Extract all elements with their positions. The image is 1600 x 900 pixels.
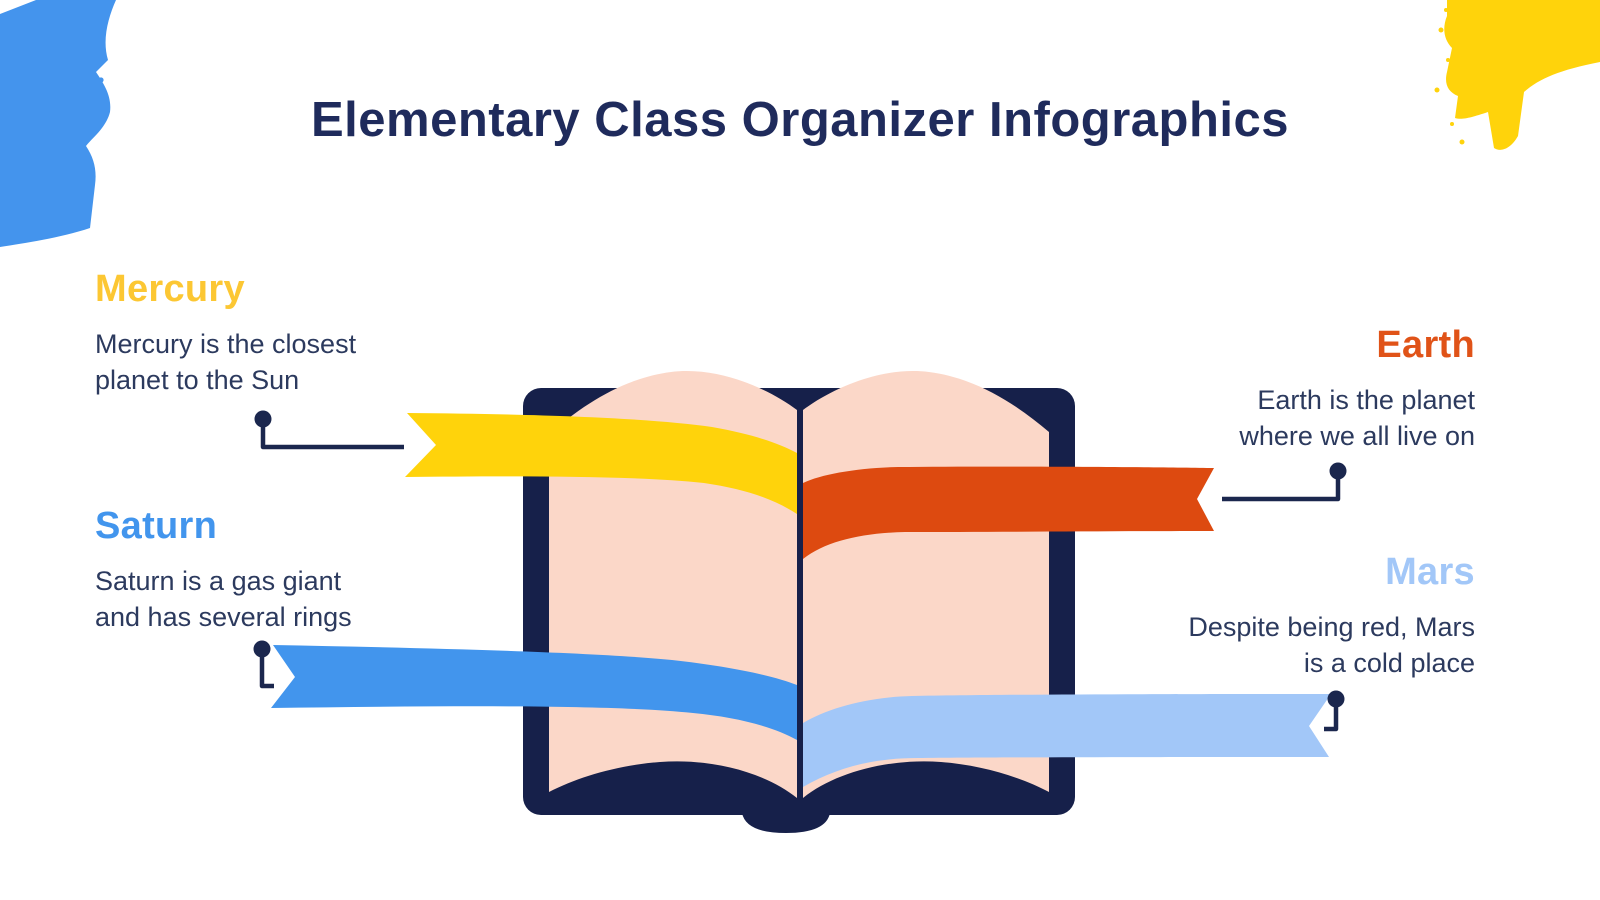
page-title: Elementary Class Organizer Infographics [310,93,1290,147]
planet-block-saturn: Saturn Saturn is a gas giant and has sev… [95,503,352,635]
planet-description-earth: Earth is the planet where we all live on [1239,382,1475,454]
open-book-illustration [271,371,1331,833]
description-line: is a cold place [1303,648,1475,678]
ribbon-mercury [405,413,797,514]
planet-description-mercury: Mercury is the closest planet to the Sun [95,326,356,398]
planet-heading-mars: Mars [1385,551,1475,593]
description-line: planet to the Sun [95,365,300,395]
planet-heading-mercury: Mercury [95,268,245,310]
description-line: Earth is the planet [1257,385,1475,415]
planet-block-earth: Earth Earth is the planet where we all l… [1239,322,1475,454]
yellow-brush-stroke [1434,0,1600,150]
planet-description-saturn: Saturn is a gas giant and has several ri… [95,563,352,635]
planet-description-mars: Despite being red, Mars is a cold place [1188,609,1475,681]
ribbon-earth [803,466,1214,559]
ribbon-saturn [271,645,797,740]
planet-heading-earth: Earth [1376,324,1475,366]
planet-heading-saturn: Saturn [95,505,218,547]
planet-block-mars: Mars Despite being red, Mars is a cold p… [1188,549,1475,681]
description-line: Mercury is the closest [95,329,357,359]
connector-saturn [253,640,274,689]
connector-earth [1222,462,1347,502]
planet-block-mercury: Mercury Mercury is the closest planet to… [95,266,356,398]
description-line: where we all live on [1239,421,1475,451]
description-line: Despite being red, Mars [1188,612,1475,642]
description-line: and has several rings [95,602,352,632]
book-spine-bump [742,813,830,833]
blue-brush-stroke [0,0,116,247]
ribbon-mars [803,694,1331,787]
connector-mars [1324,690,1345,732]
connector-mercury [254,410,404,450]
description-line: Saturn is a gas giant [95,566,342,596]
